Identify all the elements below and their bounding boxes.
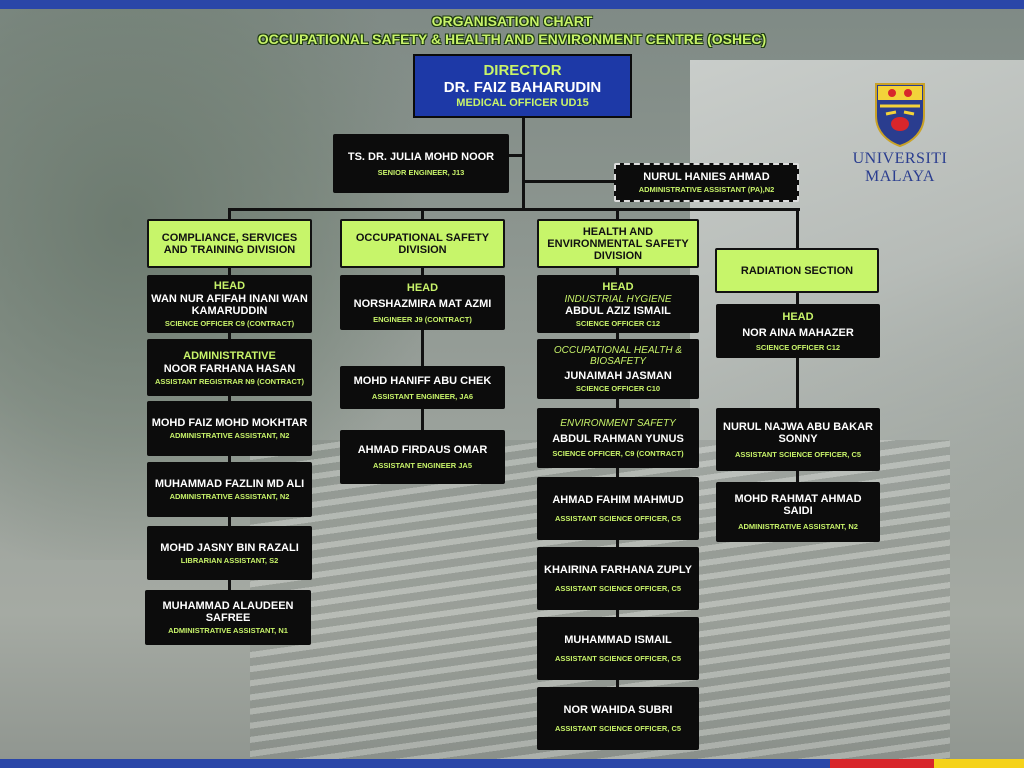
ohs-member-box: MOHD HANIFF ABU CHEK ASSISTANT ENGINEER,…	[340, 366, 505, 409]
compliance-member-box: MOHD JASNY BIN RAZALI LIBRARIAN ASSISTAN…	[147, 526, 312, 580]
crest-icon	[875, 83, 925, 148]
role-label: ADMINISTRATIVE	[183, 349, 276, 362]
person-title: ASSISTANT REGISTRAR N9 (CONTRACT)	[154, 376, 305, 386]
director-role: DIRECTOR	[483, 62, 562, 79]
person-title: ASSISTANT SCIENCE OFFICER, C5	[554, 724, 682, 733]
person-name: ABDUL AZIZ ISMAIL	[565, 304, 671, 317]
unit-label: OCCUPATIONAL HEALTH & BIOSAFETY	[553, 345, 683, 367]
chart-subtitle: OCCUPATIONAL SAFETY & HEALTH AND ENVIRON…	[257, 31, 767, 47]
person-name: MUHAMMAD ALAUDEEN SAFREE	[162, 600, 294, 624]
compliance-admin-box: ADMINISTRATIVE NOOR FARHANA HASAN ASSIST…	[147, 339, 312, 396]
person-title: LIBRARIAN ASSISTANT, S2	[180, 555, 279, 565]
person-name: WAN NUR AFIFAH INANI WAN KAMARUDDIN	[151, 293, 308, 317]
person-title: ADMINISTRATIVE ASSISTANT, N2	[738, 522, 858, 531]
person-title: SCIENCE OFFICER C12	[575, 318, 661, 328]
person-title: ADMINISTRATIVE ASSISTANT, N2	[169, 431, 290, 440]
director-box: DIRECTOR DR. FAIZ BAHARUDIN MEDICAL OFFI…	[413, 54, 632, 118]
university-logo: UNIVERSITI MALAYA	[840, 82, 960, 192]
connector-line	[796, 293, 799, 493]
person-name: NOR WAHIDA SUBRI	[563, 704, 673, 716]
hes-unit-box: OCCUPATIONAL HEALTH & BIOSAFETY JUNAIMAH…	[537, 339, 699, 399]
person-name: KHAIRINA FARHANA ZUPLY	[544, 564, 692, 576]
person-title: ASSISTANT SCIENCE OFFICER, C5	[554, 514, 682, 523]
connector-line	[508, 154, 524, 157]
director-name: DR. FAIZ BAHARUDIN	[443, 79, 602, 96]
person-name: MUHAMMAD FAZLIN MD ALI	[154, 478, 305, 490]
hes-member-box: NOR WAHIDA SUBRI ASSISTANT SCIENCE OFFIC…	[537, 687, 699, 750]
person-title: ASSISTANT ENGINEER JA5	[372, 461, 473, 470]
person-name: AHMAD FAHIM MAHMUD	[552, 494, 684, 506]
unit-label: INDUSTRIAL HYGIENE	[564, 293, 672, 305]
person-name: NURUL NAJWA ABU BAKAR SONNY	[723, 420, 873, 445]
person-name: NURUL HANIES AHMAD	[643, 171, 770, 183]
radiation-member-box: NURUL NAJWA ABU BAKAR SONNY ASSISTANT SC…	[716, 408, 880, 471]
director-title: MEDICAL OFFICER UD15	[456, 97, 589, 109]
person-name: NORSHAZMIRA MAT AZMI	[353, 297, 492, 310]
hes-unit-box: ENVIRONMENT SAFETY ABDUL RAHMAN YUNUS SC…	[537, 408, 699, 468]
connector-line	[421, 208, 424, 220]
logo-text-line1: UNIVERSITI	[852, 150, 948, 167]
person-title: SCIENCE OFFICER C10	[575, 384, 661, 393]
person-title: ADMINISTRATIVE ASSISTANT, N1	[168, 626, 288, 635]
person-title: ASSISTANT SCIENCE OFFICER, C5	[554, 654, 682, 663]
person-name: AHMAD FIRDAUS OMAR	[357, 444, 488, 456]
connector-line	[522, 180, 614, 183]
connector-line	[421, 268, 424, 436]
person-title: ADMINISTRATIVE ASSISTANT (PA),N2	[638, 185, 775, 194]
radiation-head-box: HEAD NOR AINA MAHAZER SCIENCE OFFICER C1…	[716, 304, 880, 358]
person-name: TS. DR. JULIA MOHD NOOR	[347, 150, 495, 163]
radiation-member-box: MOHD RAHMAT AHMAD SAIDI ADMINISTRATIVE A…	[716, 482, 880, 542]
compliance-head-box: HEAD WAN NUR AFIFAH INANI WAN KAMARUDDIN…	[147, 275, 312, 333]
connector-line	[796, 208, 799, 248]
compliance-member-box: MUHAMMAD FAZLIN MD ALI ADMINISTRATIVE AS…	[147, 462, 312, 517]
role-label: HEAD	[782, 310, 814, 323]
person-title: ADMINISTRATIVE ASSISTANT, N2	[169, 492, 290, 501]
compliance-member-box: MUHAMMAD ALAUDEEN SAFREE ADMINISTRATIVE …	[145, 590, 311, 645]
role-label: HEAD	[213, 280, 246, 292]
top-stripe	[0, 0, 1024, 9]
unit-label: ENVIRONMENT SAFETY	[560, 418, 676, 429]
bottom-stripe-yellow	[934, 759, 1024, 768]
person-title: ASSISTANT SCIENCE OFFICER, C5	[734, 449, 862, 459]
person-name: NOOR FARHANA HASAN	[163, 362, 296, 375]
division-occupational-safety: OCCUPATIONAL SAFETY DIVISION	[340, 219, 505, 268]
connector-line	[616, 208, 619, 220]
bottom-stripe-blue	[0, 759, 830, 768]
person-title: ASSISTANT ENGINEER, JA6	[371, 391, 474, 401]
ohs-head-box: HEAD NORSHAZMIRA MAT AZMI ENGINEER J9 (C…	[340, 275, 505, 330]
senior-engineer-box: TS. DR. JULIA MOHD NOOR SENIOR ENGINEER,…	[333, 134, 509, 193]
person-name: MOHD HANIFF ABU CHEK	[353, 374, 492, 387]
bottom-stripe-red	[830, 759, 934, 768]
person-name: MUHAMMAD ISMAIL	[564, 634, 672, 646]
division-health-environmental: HEALTH AND ENVIRONMENTAL SAFETY DIVISION	[537, 219, 699, 268]
connector-line	[228, 208, 800, 211]
person-title: ENGINEER J9 (CONTRACT)	[373, 314, 472, 324]
hes-member-box: MUHAMMAD ISMAIL ASSISTANT SCIENCE OFFICE…	[537, 617, 699, 680]
hes-head-box: HEAD INDUSTRIAL HYGIENE ABDUL AZIZ ISMAI…	[537, 275, 699, 333]
hes-member-box: KHAIRINA FARHANA ZUPLY ASSISTANT SCIENCE…	[537, 547, 699, 610]
person-title: ASSISTANT SCIENCE OFFICER, C5	[554, 584, 682, 593]
hes-member-box: AHMAD FAHIM MAHMUD ASSISTANT SCIENCE OFF…	[537, 477, 699, 540]
connector-line	[228, 208, 231, 220]
person-name: NOR AINA MAHAZER	[742, 326, 854, 339]
division-radiation: RADIATION SECTION	[715, 248, 879, 293]
person-name: ABDUL RAHMAN YUNUS	[552, 433, 684, 445]
role-label: HEAD	[406, 281, 439, 294]
role-label: HEAD	[602, 280, 634, 293]
chart-title: ORGANISATION CHART	[431, 13, 593, 29]
person-name: MOHD FAIZ MOHD MOKHTAR	[151, 417, 308, 429]
person-name: MOHD JASNY BIN RAZALI	[160, 541, 299, 554]
person-title: SCIENCE OFFICER C9 (CONTRACT)	[164, 319, 295, 328]
person-title: SCIENCE OFFICER C12	[755, 342, 841, 352]
ohs-member-box: AHMAD FIRDAUS OMAR ASSISTANT ENGINEER JA…	[340, 430, 505, 484]
person-title: SCIENCE OFFICER, C9 (CONTRACT)	[552, 449, 684, 458]
connector-line	[522, 118, 525, 210]
person-name: JUNAIMAH JASMAN	[564, 370, 672, 382]
admin-pa-box: NURUL HANIES AHMAD ADMINISTRATIVE ASSIST…	[614, 163, 799, 202]
person-title: SENIOR ENGINEER, J13	[377, 167, 465, 177]
person-name: MOHD RAHMAT AHMAD SAIDI	[734, 493, 862, 517]
compliance-member-box: MOHD FAIZ MOHD MOKHTAR ADMINISTRATIVE AS…	[147, 401, 312, 456]
logo-text-line2: MALAYA	[865, 168, 935, 185]
division-compliance: COMPLIANCE, SERVICES AND TRAINING DIVISI…	[147, 219, 312, 268]
